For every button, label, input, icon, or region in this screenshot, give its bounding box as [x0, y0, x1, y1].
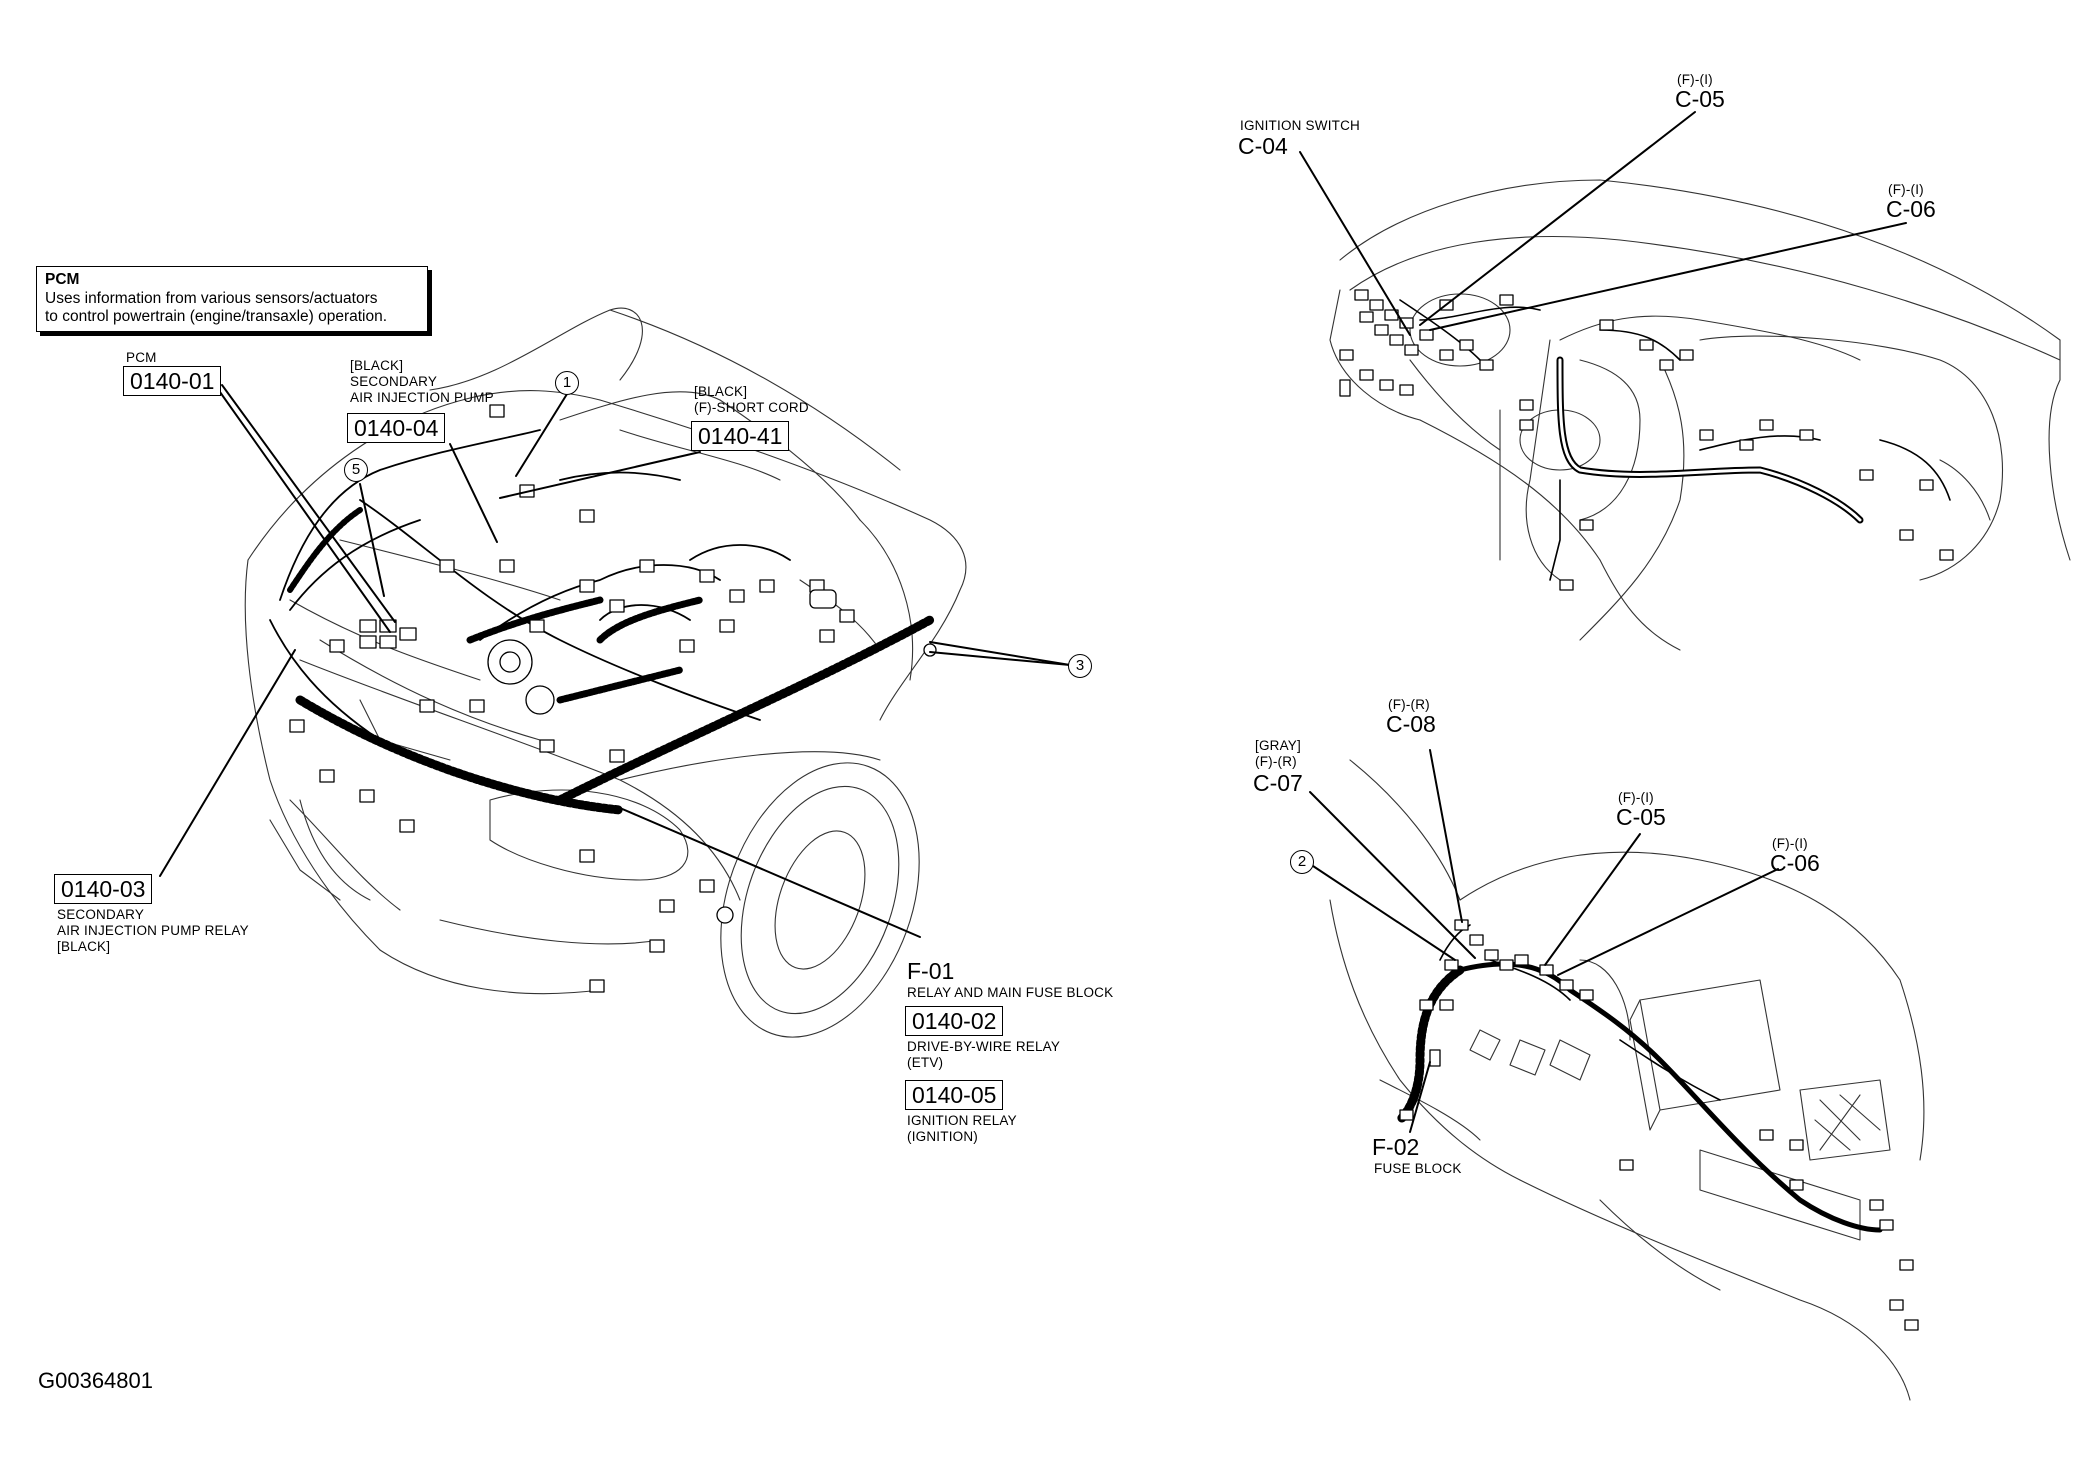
- callout-1: 1: [555, 371, 579, 395]
- c08-code: C-08: [1386, 711, 1436, 737]
- ign-relay-desc-1: IGNITION RELAY: [907, 1113, 1017, 1128]
- engine-bay-connectors: [289, 404, 855, 993]
- pcm-info-line-1: Uses information from various sensors/ac…: [45, 289, 378, 307]
- c04-code: C-04: [1238, 133, 1288, 159]
- callout-2: 2: [1290, 850, 1314, 874]
- c07-code: C-07: [1253, 770, 1303, 796]
- dbw-relay-desc-2: (ETV): [907, 1055, 944, 1070]
- dashboard-leaders: [1299, 111, 1907, 336]
- dash-c05-code: C-05: [1675, 86, 1725, 112]
- dashboard-outline: [1329, 179, 2071, 651]
- callout-3: 3: [1068, 654, 1092, 678]
- dbw-relay-desc-1: DRIVE-BY-WIRE RELAY: [907, 1039, 1061, 1054]
- harness-bundles: [287, 507, 935, 815]
- engine-assembly: [487, 589, 937, 924]
- air-pump-code-box: 0140-04: [347, 413, 446, 444]
- air-pump-desc-1: [BLACK]: [350, 358, 404, 373]
- c07-sub-2: (F)-(R): [1255, 754, 1297, 769]
- pcm-code-box: 0140-01: [123, 366, 222, 397]
- air-pump-desc-2: SECONDARY: [350, 374, 438, 389]
- foot-c06-sub: (F)-(I): [1772, 836, 1808, 851]
- foot-c06-code: C-06: [1770, 850, 1820, 876]
- ign-relay-code-box: 0140-05: [905, 1080, 1004, 1111]
- pcm-info-line-2: to control powertrain (engine/transaxle)…: [45, 308, 388, 326]
- ign-switch-desc: IGNITION SWITCH: [1240, 118, 1360, 133]
- short-cord-desc-1: [BLACK]: [694, 384, 748, 399]
- pcm-info-box: PCM Uses information from various sensor…: [36, 266, 428, 332]
- engine-bay-harness: [269, 429, 791, 741]
- dashboard-harness: [1399, 299, 1951, 581]
- dashboard-connectors: [1339, 289, 1954, 591]
- footwell-leaders: [1309, 749, 1779, 1133]
- foot-c05-sub: (F)-(I): [1618, 790, 1654, 805]
- dbw-relay-code-box: 0140-02: [905, 1006, 1004, 1037]
- dash-c06-sub: (F)-(I): [1888, 182, 1924, 197]
- f02-desc: FUSE BLOCK: [1374, 1161, 1462, 1176]
- engine-bay-leaders: [159, 384, 1071, 938]
- air-pump-desc-3: AIR INJECTION PUMP: [350, 390, 494, 405]
- c07-sub-1: [GRAY]: [1255, 738, 1301, 753]
- f01-desc: RELAY AND MAIN FUSE BLOCK: [907, 985, 1114, 1000]
- f01-code: F-01: [907, 958, 955, 984]
- pump-relay-desc-3: [BLACK]: [57, 939, 111, 954]
- dash-c06-code: C-06: [1886, 196, 1936, 222]
- dash-c05-sub: (F)-(I): [1677, 72, 1713, 87]
- pump-relay-code-box: 0140-03: [54, 874, 153, 905]
- pcm-desc-label: PCM: [126, 350, 157, 365]
- short-cord-desc-2: (F)-SHORT CORD: [694, 400, 809, 415]
- c08-sub: (F)-(R): [1388, 697, 1430, 712]
- callout-5: 5: [344, 458, 368, 482]
- footwell-connectors: [1399, 919, 1919, 1331]
- pcm-info-title: PCM: [45, 271, 80, 288]
- pump-relay-desc-2: AIR INJECTION PUMP RELAY: [57, 923, 249, 938]
- foot-c05-code: C-05: [1616, 804, 1666, 830]
- f02-code: F-02: [1372, 1134, 1420, 1160]
- short-cord-code-box: 0140-41: [691, 421, 790, 452]
- footwell-outline: [1329, 759, 1925, 1401]
- ign-relay-desc-2: (IGNITION): [907, 1129, 978, 1144]
- figure-id: G00364801: [38, 1368, 153, 1393]
- pump-relay-desc-1: SECONDARY: [57, 907, 145, 922]
